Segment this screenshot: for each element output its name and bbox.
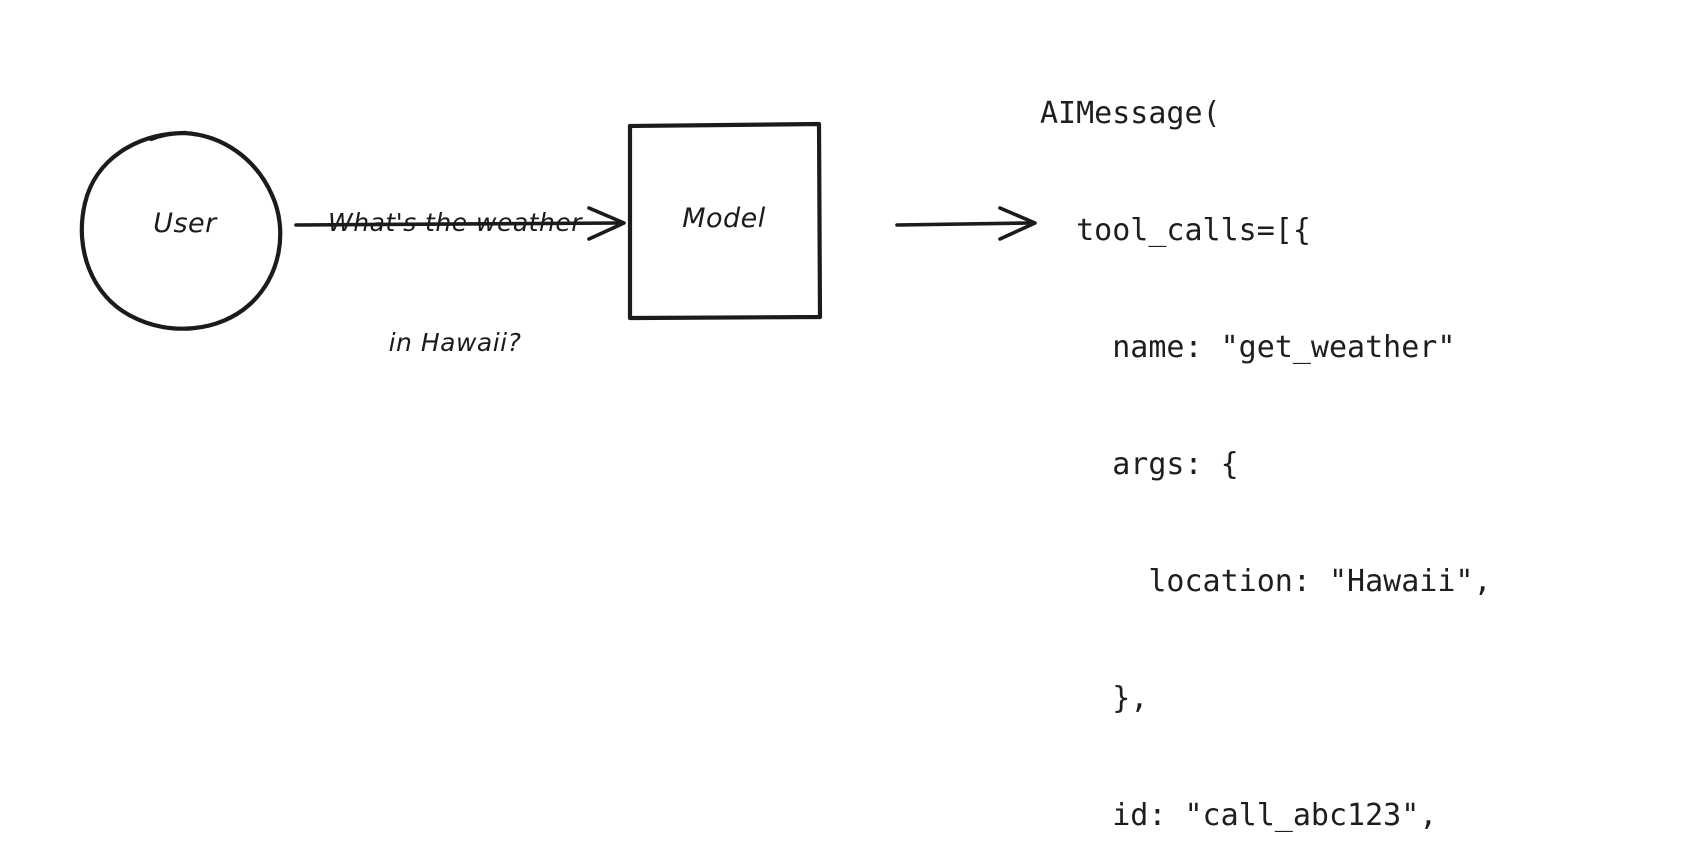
arrow1-head [587, 206, 626, 241]
code-line: location: "Hawaii", [1040, 564, 1492, 599]
arrow-user-to-model [294, 206, 626, 241]
code-line: AIMessage( [1040, 96, 1221, 131]
edge-label-user-to-model: What's the weather in Hawaii? [290, 123, 620, 443]
edge-label-line-2: in Hawaii? [388, 328, 522, 357]
model-box-shape [627, 121, 823, 321]
arrow-model-to-output [895, 206, 1037, 241]
ai-message-code-block: AIMessage( tool_calls=[{ name: "get_weat… [1040, 16, 1492, 864]
node-model[interactable] [627, 121, 823, 321]
code-line: tool_calls=[{ [1040, 213, 1311, 248]
arrow1-shaft [294, 221, 622, 227]
sketch-layer [79, 121, 1037, 331]
node-user[interactable] [79, 130, 283, 331]
code-line: args: { [1040, 447, 1239, 482]
code-line: }, [1040, 681, 1149, 716]
node-label-model: Model [682, 203, 766, 234]
node-label-user: User [153, 208, 217, 239]
user-circle-shape [79, 130, 283, 331]
arrow2-head [998, 206, 1037, 241]
arrow2-shaft [895, 221, 1032, 227]
code-line: id: "call_abc123", [1040, 798, 1438, 833]
code-line: name: "get_weather" [1040, 330, 1456, 365]
edge-label-line-1: What's the weather [328, 208, 582, 237]
diagram-canvas: User Model What's the weather in Hawaii?… [79, 96, 1492, 833]
